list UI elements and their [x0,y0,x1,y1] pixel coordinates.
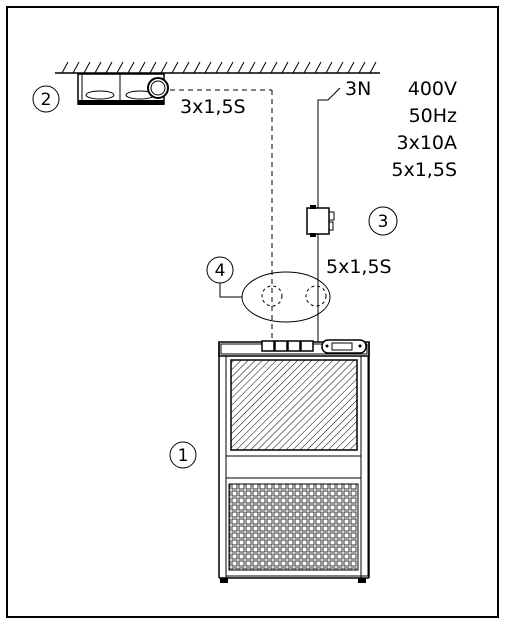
ceiling-hatch-mark [116,61,124,74]
ceiling-hatch-mark [270,61,278,74]
ceiling-hatch-mark [193,61,201,74]
supply-fuse-label: 3x10A [396,132,457,154]
callout-1: 1 [169,441,197,469]
ceiling-hatch-mark [237,61,245,74]
svg-text:4: 4 [215,261,226,281]
drawing-frame [6,6,499,618]
ceiling-hatch-mark [61,61,69,74]
isolator-switch [306,205,335,237]
ceiling-hatch-mark [127,61,135,74]
ceiling-hatch-mark [248,61,256,74]
callout-4: 4 [206,256,234,284]
ceiling-hatch-mark [149,61,157,74]
ceiling-hatch-mark [226,61,234,74]
ceiling-hatch-mark [138,61,146,74]
control-panel [261,339,367,354]
ceiling-hatch-mark [171,61,179,74]
ceiling-hatch-mark [303,61,311,74]
ceiling-hatch-mark [182,61,190,74]
svg-text:3: 3 [378,212,389,232]
svg-text:2: 2 [41,90,52,110]
supply-voltage-label: 400V [408,78,457,100]
outdoor-fan-unit [77,73,169,105]
ceiling-hatch-mark [259,61,267,74]
supply-phases-label: 3N [345,78,371,100]
ceiling-hatch-mark [325,61,333,74]
ceiling-hatch-mark [72,61,80,74]
ceiling-hatch-mark [215,61,223,74]
unit-cable-label: 5x1,5S [326,256,392,278]
ceiling-hatch-mark [336,61,344,74]
ceiling-hatch-mark [358,61,366,74]
ceiling-hatch-mark [204,61,212,74]
callout-2: 2 [32,85,60,113]
ceiling-hatch-mark [281,61,289,74]
ceiling-hatch-mark [94,61,102,74]
svg-text:1: 1 [178,446,189,466]
ceiling-hatch-mark [292,61,300,74]
ceiling-hatch-mark [160,61,168,74]
outdoor-cable-label: 3x1,5S [180,96,246,118]
ceiling-hatch-mark [347,61,355,74]
ceiling-hatch-mark [314,61,322,74]
main-unit [218,339,370,583]
wall-passage [219,271,331,323]
power-supply-line [317,87,341,342]
ceiling-hatch-mark [105,61,113,74]
supply-frequency-label: 50Hz [409,105,457,127]
callout-3: 3 [368,206,398,236]
supply-cable-label: 5x1,5S [391,159,457,181]
ceiling [55,61,380,74]
ceiling-hatch-mark [83,61,91,74]
outdoor-cable-dashed [170,89,273,342]
ceiling-hatch-mark [369,61,377,74]
